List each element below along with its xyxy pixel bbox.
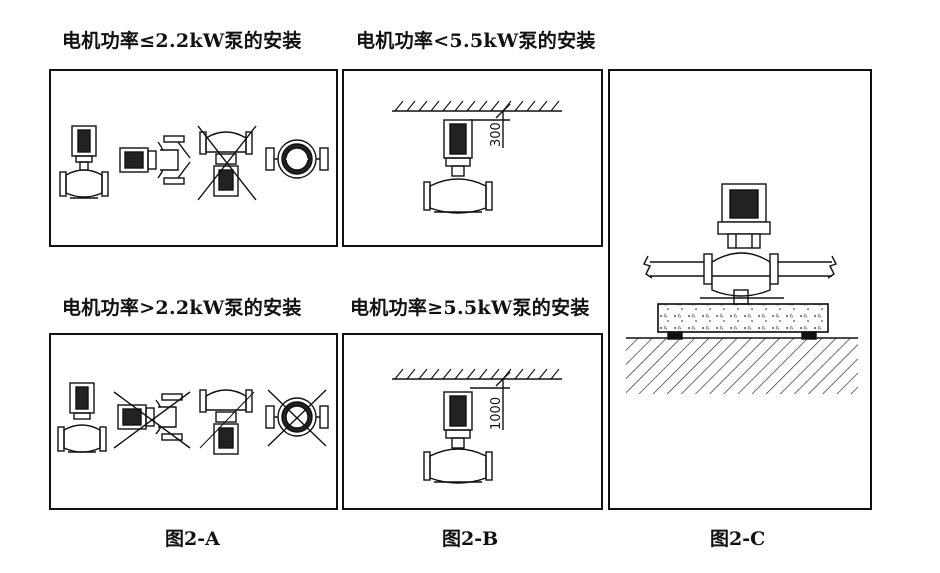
ground-hatch	[626, 338, 858, 394]
clearance-label-300: 300	[489, 122, 504, 147]
top-view-pump-crossed-icon	[265, 389, 329, 447]
title-a-top: 电机功率≤2.2kW泵的安装	[62, 30, 302, 52]
panel-c-drawing	[626, 183, 858, 394]
title-b-bottom: 电机功率≥5.5kW泵的安装	[350, 297, 590, 319]
panel-b-top-drawing	[392, 100, 562, 214]
horizontal-pump-icon	[119, 135, 191, 185]
top-view-pump-icon	[265, 139, 329, 179]
vertical-pump-icon	[57, 382, 107, 453]
clearance-label-1000: 1000	[489, 397, 504, 430]
panel-a-top-drawing	[59, 125, 329, 201]
caption-c: 图2-C	[710, 528, 766, 550]
panel-a-bottom-drawing	[57, 382, 329, 455]
horizontal-pump-crossed-icon	[113, 391, 191, 449]
caption-a: 图2-A	[165, 528, 220, 550]
vertical-pump-icon	[423, 119, 493, 214]
caption-b: 图2-B	[442, 528, 499, 550]
title-b-top: 电机功率<5.5kW泵的安装	[356, 30, 596, 52]
inverted-pump-crossed-icon	[197, 125, 257, 201]
inverted-pump-icon	[199, 389, 255, 455]
title-a-bottom: 电机功率>2.2kW泵的安装	[62, 297, 302, 319]
vertical-pump-icon	[423, 391, 493, 484]
panel-b-bottom-drawing	[392, 368, 562, 484]
vertical-pump-icon	[59, 125, 109, 199]
